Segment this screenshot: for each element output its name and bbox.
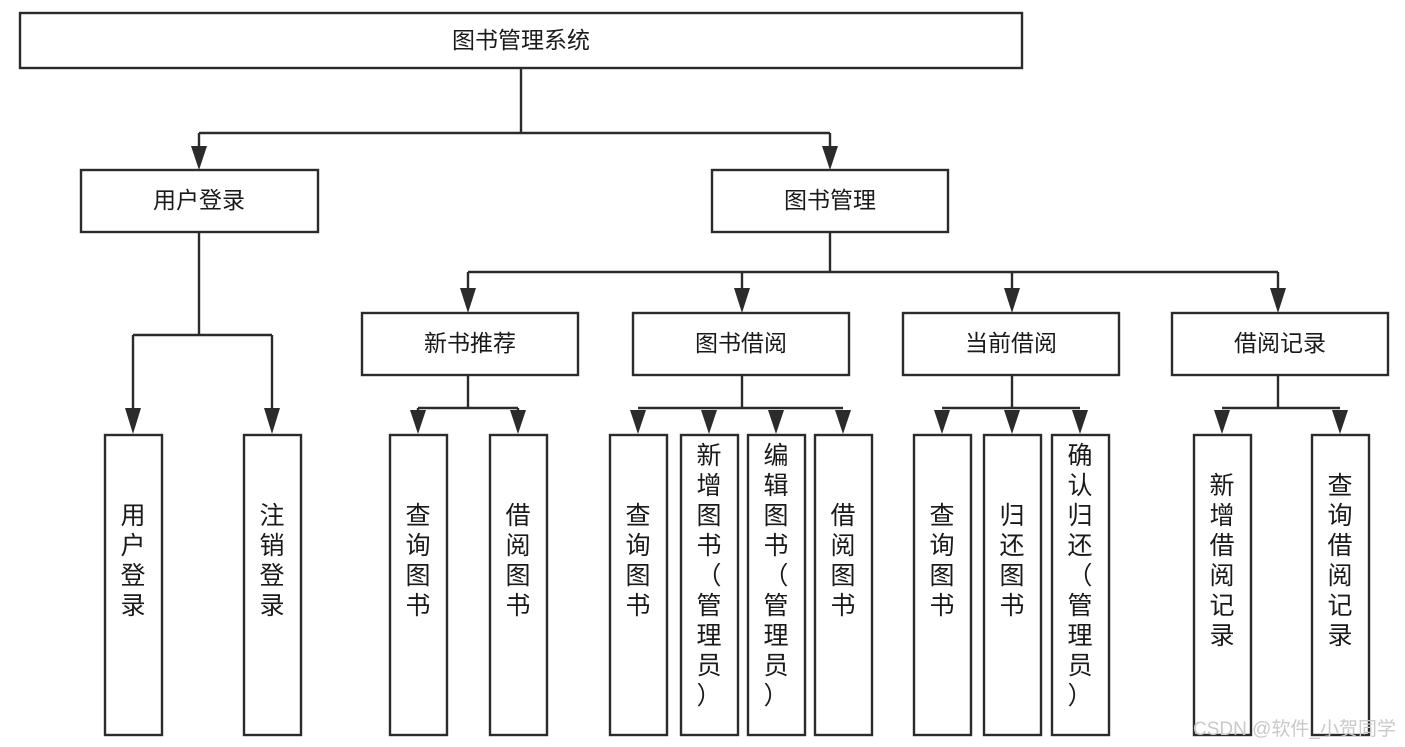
- leaf-node-borrow-book-2-box[interactable]: [813, 433, 874, 737]
- node-book-borrow[interactable]: 图书借阅: [631, 311, 851, 377]
- connector-group-book-borrow: [630, 375, 851, 434]
- arrow-head-book-manage: [822, 146, 838, 170]
- arrow-head-leaf-add-book: [701, 410, 717, 434]
- csdn-watermark: CSDN @软件_小贺同学: [1193, 718, 1396, 740]
- leaf-node-logout-login-label: 注销登录: [259, 502, 284, 620]
- arrow-head-user-login: [191, 146, 207, 170]
- leaf-node-query-record-label: 查询借阅记录: [1327, 472, 1352, 650]
- leaf-node-add-book[interactable]: 新增图书（管理员）: [679, 433, 740, 737]
- connector-group-user-login: [125, 232, 280, 434]
- leaf-node-add-record[interactable]: 新增借阅记录: [1192, 433, 1253, 737]
- node-current-borrow[interactable]: 当前借阅: [901, 311, 1121, 377]
- arrow-head-book-borrow: [734, 288, 750, 313]
- leaf-node-edit-book-label: 编辑图书（管理员）: [763, 442, 788, 710]
- arrow-head-current-borrow: [1004, 288, 1020, 313]
- arrow-head-new-book-recommend: [460, 288, 476, 313]
- arrow-head-leaf-return-book: [1004, 410, 1020, 434]
- node-user-login[interactable]: 用户登录: [79, 168, 320, 234]
- node-borrow-record[interactable]: 借阅记录: [1170, 311, 1390, 377]
- arrow-head-leaf-edit-book: [768, 410, 784, 434]
- leaf-node-add-book-box[interactable]: [679, 433, 740, 737]
- node-borrow-record-label: 借阅记录: [1234, 330, 1326, 356]
- leaf-node-confirm-return-label: 确认归还（管理员）: [1067, 442, 1092, 710]
- arrow-head-leaf-query-record: [1332, 410, 1348, 434]
- leaf-node-borrow-book-1-label: 借阅图书: [505, 502, 530, 620]
- leaf-node-confirm-return-box[interactable]: [1050, 433, 1111, 737]
- leaf-node-borrow-book-2-label: 借阅图书: [830, 502, 855, 620]
- leaf-node-user-login-label: 用户登录: [120, 502, 145, 620]
- node-current-borrow-label: 当前借阅: [965, 330, 1057, 356]
- leaf-node-query-book-2-box[interactable]: [608, 433, 669, 737]
- leaf-node-return-book-box[interactable]: [982, 433, 1043, 737]
- leaf-node-edit-book-box[interactable]: [746, 433, 807, 737]
- leaf-node-user-login-box[interactable]: [103, 433, 164, 737]
- leaf-node-borrow-book-1-box[interactable]: [488, 433, 549, 737]
- node-book-borrow-box[interactable]: [631, 311, 851, 377]
- leaf-node-logout-login[interactable]: 注销登录: [242, 433, 303, 737]
- arrow-head-leaf-confirm-return: [1072, 410, 1088, 434]
- arrow-head-borrow-record: [1270, 288, 1286, 313]
- leaf-node-query-book-3-box[interactable]: [912, 433, 973, 737]
- connector-group-new-book-recommend: [410, 375, 526, 434]
- arrow-head-leaf-query-book-3: [934, 410, 950, 434]
- leaf-node-confirm-return[interactable]: 确认归还（管理员）: [1050, 433, 1111, 737]
- node-user-login-box[interactable]: [79, 168, 320, 234]
- leaf-node-query-book-1-label: 查询图书: [405, 502, 430, 620]
- connector-group-borrow-record: [1214, 375, 1348, 434]
- arrow-head-leaf-logout-login: [264, 408, 280, 434]
- node-root-box[interactable]: [18, 11, 1024, 70]
- leaf-node-add-record-box[interactable]: [1192, 433, 1253, 737]
- leaf-node-query-record[interactable]: 查询借阅记录: [1310, 433, 1371, 737]
- node-new-book-recommend[interactable]: 新书推荐: [360, 311, 580, 377]
- node-current-borrow-box[interactable]: [901, 311, 1121, 377]
- leaf-node-query-book-2-label: 查询图书: [625, 502, 650, 620]
- leaf-node-query-book-1-box[interactable]: [388, 433, 449, 737]
- leaf-node-logout-login-box[interactable]: [242, 433, 303, 737]
- arrow-head-leaf-user-login: [125, 408, 141, 434]
- node-user-login-label: 用户登录: [153, 187, 245, 213]
- leaf-node-return-book[interactable]: 归还图书: [982, 433, 1043, 737]
- node-book-borrow-label: 图书借阅: [695, 330, 787, 356]
- node-book-manage[interactable]: 图书管理: [710, 168, 950, 234]
- arrow-head-leaf-borrow-book-1: [510, 410, 526, 434]
- node-book-manage-box[interactable]: [710, 168, 950, 234]
- node-new-book-recommend-label: 新书推荐: [424, 330, 516, 356]
- leaf-node-edit-book[interactable]: 编辑图书（管理员）: [746, 433, 807, 737]
- leaf-node-add-book-label: 新增图书（管理员）: [696, 442, 721, 710]
- leaf-node-user-login[interactable]: 用户登录: [103, 433, 164, 737]
- node-borrow-record-box[interactable]: [1170, 311, 1390, 377]
- leaf-node-borrow-book-2[interactable]: 借阅图书: [813, 433, 874, 737]
- node-root-label: 图书管理系统: [452, 27, 590, 53]
- leaf-node-return-book-label: 归还图书: [999, 502, 1024, 620]
- arrow-head-leaf-query-book-1: [410, 410, 426, 434]
- arrow-head-leaf-query-book-2: [630, 410, 646, 434]
- leaf-node-query-book-3[interactable]: 查询图书: [912, 433, 973, 737]
- node-new-book-recommend-box[interactable]: [360, 311, 580, 377]
- leaf-node-borrow-book-1[interactable]: 借阅图书: [488, 433, 549, 737]
- node-root[interactable]: 图书管理系统: [18, 11, 1024, 70]
- arrow-head-leaf-add-record: [1214, 410, 1230, 434]
- leaf-node-add-record-label: 新增借阅记录: [1209, 472, 1234, 650]
- node-book-manage-label: 图书管理: [784, 187, 876, 213]
- connector-group-book-manage: [460, 232, 1286, 313]
- arrow-head-leaf-borrow-book-2: [835, 410, 851, 434]
- leaf-node-query-book-3-label: 查询图书: [929, 502, 954, 620]
- connector-group-current-borrow: [934, 375, 1088, 434]
- leaf-node-query-record-box[interactable]: [1310, 433, 1371, 737]
- leaf-node-query-book-2[interactable]: 查询图书: [608, 433, 669, 737]
- leaf-node-query-book-1[interactable]: 查询图书: [388, 433, 449, 737]
- connector-group-root: [191, 68, 838, 170]
